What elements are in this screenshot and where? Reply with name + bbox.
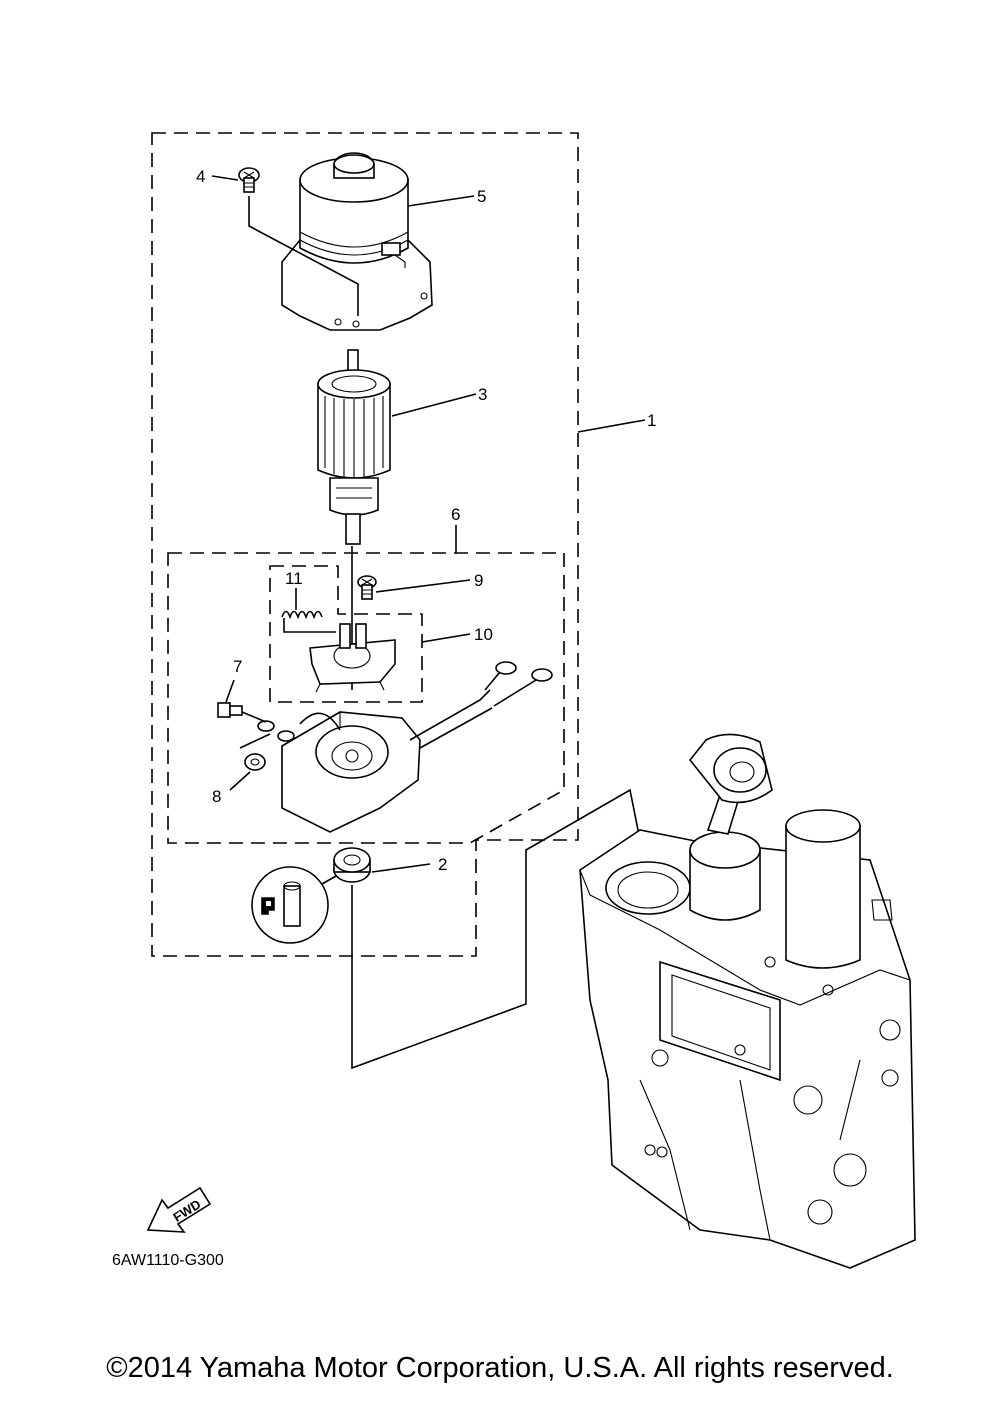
assembly-11-boundary: [269, 565, 423, 703]
callout-11: 11: [285, 569, 303, 588]
grease-symbol: [251, 866, 337, 944]
callout-10: 10: [474, 625, 493, 644]
screw-4: [238, 167, 359, 316]
callout-9: 9: [474, 571, 483, 590]
motor-housing: [281, 152, 433, 331]
callout-8: 8: [212, 787, 221, 806]
callout-5: 5: [477, 187, 486, 206]
brush-holder: [309, 623, 396, 693]
leader-lines: [211, 175, 646, 873]
motor-base: [257, 661, 553, 833]
oil-seal: [333, 847, 371, 883]
nut-8: [239, 733, 271, 771]
armature: [317, 349, 391, 545]
copyright-notice: ©2014 Yamaha Motor Corporation, U.S.A. A…: [106, 1352, 894, 1384]
callout-6: 6: [451, 505, 460, 524]
bolt-7: [217, 702, 267, 723]
callout-1: 1: [647, 411, 656, 430]
outboard-bracket: [579, 733, 916, 1269]
callout-4: 4: [196, 167, 205, 186]
diagram-code: 6AW1110-G300: [112, 1252, 224, 1269]
brush-spring: [281, 610, 336, 633]
connection-line: [351, 788, 651, 1070]
screw-9: [357, 575, 377, 600]
callout-3: 3: [478, 385, 487, 404]
callout-2: 2: [438, 855, 447, 874]
fwd-arrow: FWD: [146, 1186, 212, 1233]
assembly-6-boundary: [167, 552, 565, 844]
callout-7: 7: [233, 657, 242, 676]
